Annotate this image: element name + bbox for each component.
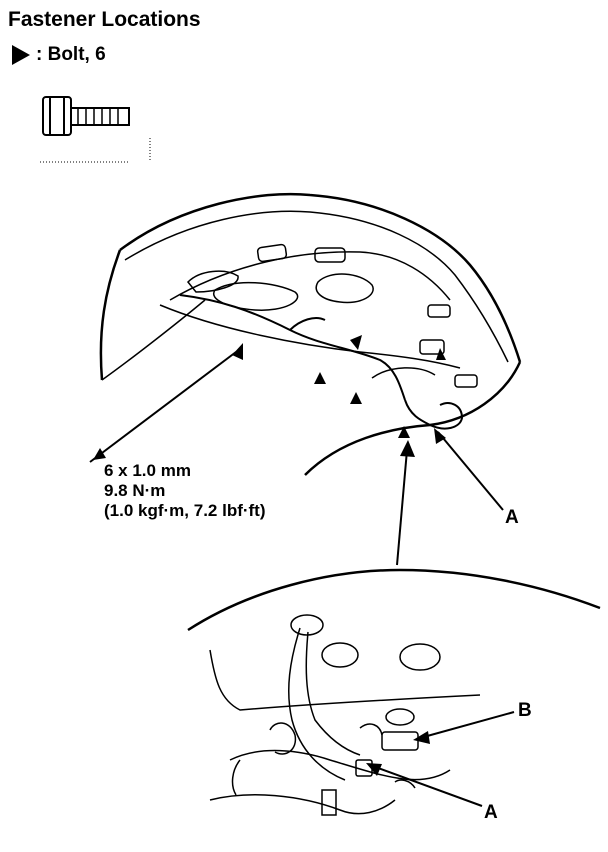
bolt-legend-label: : Bolt, 6 — [36, 44, 106, 65]
leader-lines — [89, 351, 504, 566]
torque-nm: 9.8 N·m — [104, 481, 166, 500]
callout-a-upper: A — [505, 507, 519, 528]
detail-view-parts — [209, 614, 481, 816]
bolt-legend: : Bolt, 6 — [12, 44, 106, 66]
bolt-marker — [350, 335, 362, 350]
arrowhead-marker-icon — [12, 45, 30, 65]
bolt-locations — [232, 335, 446, 438]
bolt-marker — [314, 372, 326, 384]
bolt-marker — [436, 348, 446, 360]
detail-leader-lines — [369, 711, 515, 807]
callout-a-lower: A — [484, 802, 498, 823]
diagram-title: Fastener Locations — [8, 8, 201, 31]
wire-harness-upper — [179, 294, 464, 430]
leader-arrowhead-icon — [434, 428, 446, 444]
leader-arrowhead-icon — [400, 440, 415, 457]
torque-alt: (1.0 kgf·m, 7.2 lbf·ft) — [104, 501, 266, 520]
bolt-icon — [42, 96, 130, 136]
lid-details — [186, 243, 478, 388]
bolt-marker — [350, 392, 362, 404]
callout-b: B — [518, 700, 532, 721]
trunk-lid — [99, 192, 522, 476]
bolt-size: 6 x 1.0 mm — [104, 461, 191, 480]
detail-view — [187, 568, 601, 632]
leader-arrowhead-icon — [366, 763, 382, 776]
torque-spec: 6 x 1.0 mm 9.8 N·m (1.0 kgf·m, 7.2 lbf·f… — [104, 461, 266, 521]
bolt-marker — [232, 343, 243, 360]
leader-arrowhead-icon — [93, 448, 106, 460]
bolt-marker — [398, 426, 410, 438]
leader-arrowhead-icon — [413, 731, 430, 744]
